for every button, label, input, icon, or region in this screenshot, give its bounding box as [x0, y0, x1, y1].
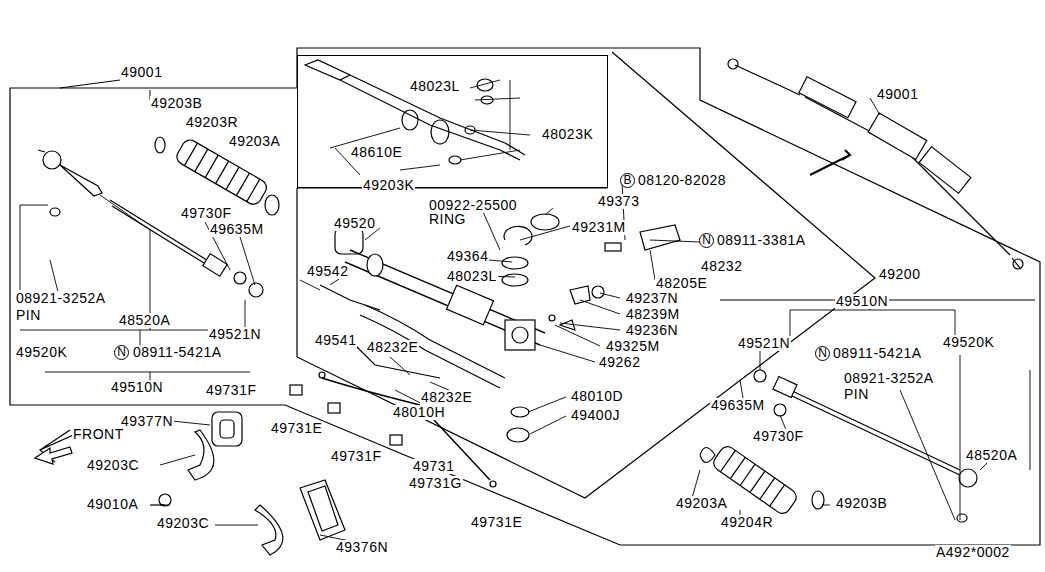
part-number: 48023L	[446, 269, 498, 284]
part-number: 49731G	[408, 476, 463, 491]
part-number: 49203B	[150, 96, 203, 111]
part-number: 49237N	[625, 291, 679, 306]
part-number: 48232	[700, 259, 743, 274]
part-number: 49231M	[571, 220, 627, 235]
part-number: 49731	[412, 459, 455, 474]
part-number: 48232E	[366, 340, 419, 355]
part-number: 49203A	[675, 496, 728, 511]
part-number: 49377N	[120, 414, 174, 429]
part-number: 48023L	[409, 79, 461, 94]
part-number: 49203R	[185, 115, 239, 130]
part-number: 48010H	[392, 405, 446, 420]
part-number: 48239M	[625, 307, 681, 322]
part-number: 49731E	[470, 515, 523, 530]
part-number: 49203C	[86, 458, 140, 473]
part-number: 08911-3381A	[716, 233, 807, 248]
part-number: 49325M	[605, 339, 661, 354]
part-number: 48010D	[570, 389, 624, 404]
part-number: 49376N	[335, 540, 389, 555]
part-number: 49203B	[835, 496, 888, 511]
part-number: 49373	[597, 194, 640, 209]
part-number: 08911-5421A	[132, 345, 223, 360]
part-number: RING	[428, 212, 467, 227]
part-number: 49236N	[625, 323, 679, 338]
part-number: FRONT	[72, 427, 125, 442]
part-number: 49510N	[110, 380, 164, 395]
part-number: 49730F	[752, 429, 804, 444]
part-number: 49204R	[720, 515, 774, 530]
part-number: 49731F	[330, 449, 382, 464]
part-number: 49635M	[209, 222, 265, 237]
part-number: 08921-3252A	[843, 371, 935, 386]
part-number: 49731E	[270, 421, 323, 436]
part-number: 49203A	[228, 134, 281, 149]
part-number: 49203K	[362, 178, 415, 193]
circled-mark: B	[620, 173, 635, 188]
inset-box: 48023L48023K48610E49203K	[297, 55, 608, 188]
part-number: 49400J	[570, 408, 621, 423]
part-number: 49200	[878, 267, 921, 282]
part-number: 48520A	[118, 313, 171, 328]
part-number: 00922-25500	[428, 198, 518, 213]
part-number: 49520K	[942, 335, 995, 350]
part-number: 49520K	[15, 345, 68, 360]
part-number: 48205E	[655, 276, 708, 291]
part-number: 48520A	[965, 448, 1018, 463]
part-number: 49521N	[208, 327, 262, 342]
circled-mark: N	[815, 346, 830, 361]
part-number: 49542	[306, 264, 349, 279]
part-number: 49364	[446, 249, 489, 264]
part-number: 08120-82028	[637, 173, 727, 188]
part-number: 08911-5421A	[832, 346, 923, 361]
part-number: 48232E	[420, 390, 473, 405]
part-number: 49010A	[86, 497, 139, 512]
part-number: 49510N	[835, 294, 889, 309]
part-number: 49001	[120, 65, 163, 80]
part-number: 49262	[598, 355, 641, 370]
part-number: 49635M	[710, 398, 766, 413]
part-number: 49730F	[180, 206, 232, 221]
part-number: 49520	[333, 216, 376, 231]
part-number: 49731F	[205, 383, 257, 398]
part-number: 48610E	[350, 145, 403, 160]
part-number: PIN	[843, 387, 870, 402]
part-number: 08921-3252A	[15, 291, 107, 306]
part-number: 49541	[314, 333, 357, 348]
circled-mark: N	[114, 345, 129, 360]
part-number: A492*0002	[935, 545, 1011, 560]
part-number: 49001	[876, 87, 919, 102]
part-number: 48023K	[541, 127, 594, 142]
circled-mark: N	[699, 233, 714, 248]
part-number: 49521N	[737, 336, 791, 351]
part-number: PIN	[15, 308, 42, 323]
part-number: 49203C	[156, 516, 210, 531]
